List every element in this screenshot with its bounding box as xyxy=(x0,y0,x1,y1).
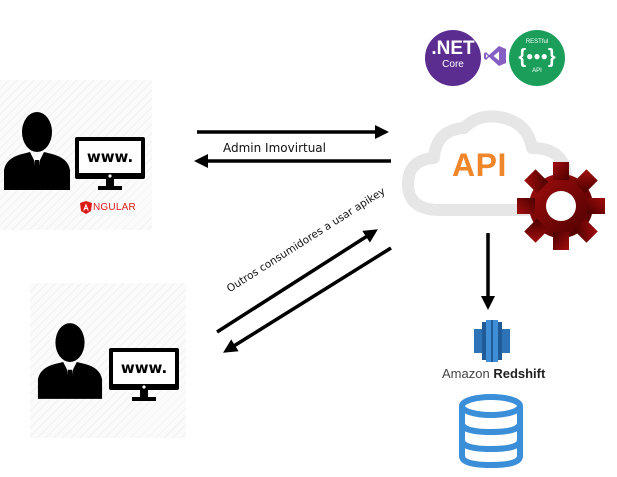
external-client: www. xyxy=(30,283,186,438)
external-client-panel xyxy=(30,283,186,438)
external-to-api-arrow xyxy=(216,229,378,334)
braces-dots-icon: {●●●} xyxy=(518,46,556,68)
angular-shield-icon xyxy=(80,201,92,214)
redshift-prefix: Amazon xyxy=(442,366,490,381)
redshift-name: Redshift xyxy=(493,366,546,381)
monitor-icon xyxy=(109,348,179,401)
restful-api-badge: RESTful {●●●} API xyxy=(509,30,565,86)
monitor-text: www. xyxy=(120,359,168,377)
visual-studio-icon xyxy=(484,46,506,66)
admin-client: www. NGULAR xyxy=(0,80,152,230)
monitor-text: www. xyxy=(86,148,134,166)
user-silhouette-icon xyxy=(4,112,70,190)
database-icon xyxy=(459,394,523,469)
dotnet-label: .NET xyxy=(431,38,475,59)
admin-connection-label: Admin Imovirtual xyxy=(223,141,326,155)
dotnet-core-badge: .NET Core xyxy=(425,30,481,86)
redshift-icon xyxy=(474,320,510,362)
gear-icon xyxy=(517,162,605,250)
restful-label: RESTful xyxy=(525,39,549,45)
user-silhouette-icon xyxy=(37,323,103,399)
angular-logo: NGULAR xyxy=(80,201,136,214)
api-label: API xyxy=(452,147,507,183)
api-to-external-arrow xyxy=(223,246,392,353)
api-small-label: API xyxy=(532,68,542,74)
monitor-icon xyxy=(75,137,145,190)
core-label: Core xyxy=(442,59,464,70)
redshift-label: Amazon Redshift xyxy=(442,366,545,381)
angular-label: NGULAR xyxy=(93,202,136,213)
